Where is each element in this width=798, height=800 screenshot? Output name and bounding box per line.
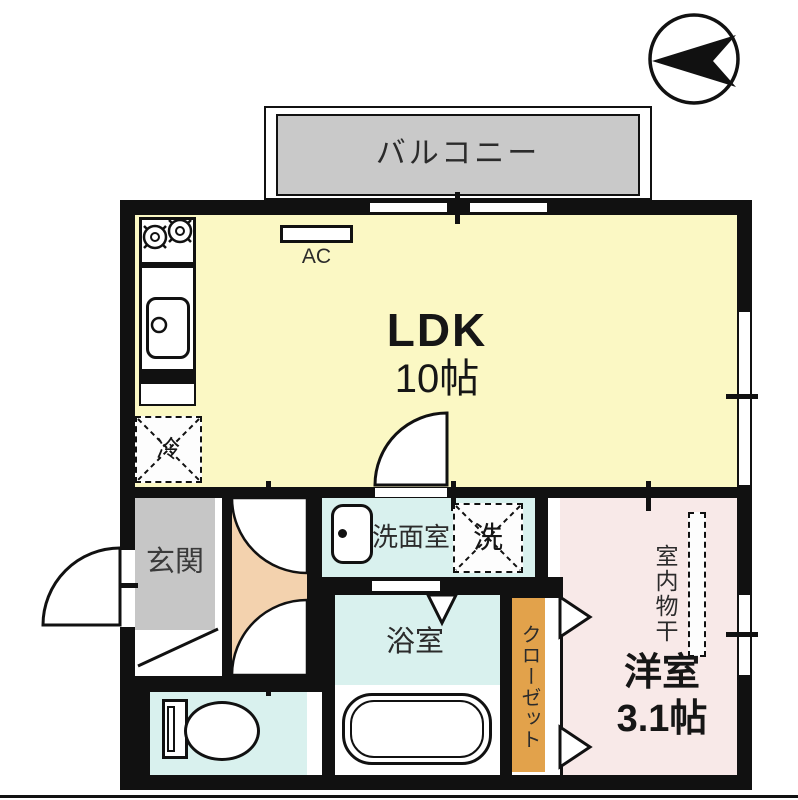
wall-hall-west: [222, 498, 232, 676]
bathtub-inner-rim: [350, 700, 484, 758]
wall-hall-east: [307, 498, 322, 692]
washroom-label: 洗面室: [371, 522, 450, 552]
tick-toilet-north: [266, 666, 271, 696]
toilet-tank-inner: [167, 706, 175, 752]
drying-label: 室内物干: [652, 544, 678, 644]
ldk-door-opening: [375, 488, 447, 497]
sink-drain: [150, 316, 168, 334]
closet-door-triangle-top: [558, 594, 593, 640]
sink-icon: [146, 297, 190, 359]
entrance-door-opening: [120, 550, 135, 627]
channel-washroom-east: [548, 498, 560, 577]
wall-left: [120, 200, 135, 790]
room-bathroom: [335, 595, 500, 685]
bath-door-opening: [372, 581, 440, 591]
toilet-bowl: [184, 701, 260, 761]
washer-label: 洗: [473, 522, 503, 555]
room-entrance: [135, 498, 215, 630]
room-western: [560, 498, 737, 775]
kitchen-cabinet: [139, 382, 196, 406]
western-room-label: 洋室: [623, 652, 700, 694]
wall-bath-west: [322, 595, 335, 775]
entrance-label: 玄関: [145, 546, 204, 578]
tick-western-north: [646, 481, 651, 511]
ldk-door-arc: [373, 411, 449, 487]
basin-faucet-dot: [338, 529, 347, 538]
entrance-step-line: [137, 627, 219, 668]
bottom-border-line: [0, 795, 798, 798]
bath-door-mark: [425, 593, 459, 627]
tick-entrance-door: [106, 583, 138, 588]
closet-label: クローゼット: [518, 624, 540, 750]
room-closet: [512, 598, 545, 772]
western-room-size-label: 3.1帖: [616, 698, 708, 740]
wall-washroom-east: [535, 487, 548, 595]
tick-ldk-south-1: [266, 481, 271, 511]
tick-window-western-east: [726, 632, 758, 637]
stove-burner-right: [167, 218, 193, 244]
entrance-door-arc: [41, 546, 122, 627]
washer-x-line2: [455, 505, 521, 571]
compass-icon: [648, 13, 740, 105]
wall-toilet-north: [135, 676, 322, 692]
hall-door-arc-top: [230, 496, 309, 575]
wall-closet-junction: [500, 577, 563, 598]
wall-bottom: [120, 775, 752, 790]
balcony-deck: [276, 114, 640, 196]
tick-balcony-window: [455, 192, 460, 224]
wall-toilet-west: [135, 692, 150, 775]
stove-burner-left: [142, 224, 168, 250]
tick-window-ldk-east: [726, 394, 758, 399]
balcony-label: バルコニー: [375, 137, 541, 170]
hall-door-arc-bottom: [230, 598, 309, 677]
tick-ldk-south-2: [451, 481, 456, 511]
closet-door-triangle-bottom: [558, 724, 593, 770]
ldk-label: LDK: [386, 304, 488, 356]
drying-pole: [688, 512, 706, 657]
fridge-label: 冷: [156, 436, 181, 463]
kitchen-counter-end-wall: [139, 372, 196, 382]
balcony-window-left: [370, 203, 447, 212]
ldk-size-label: 10帖: [394, 357, 480, 401]
ac-label: AC: [301, 245, 332, 268]
bathroom-label: 浴室: [385, 626, 444, 658]
wall-closet-door-line: [560, 598, 563, 775]
wall-bath-east: [500, 595, 512, 775]
balcony-window-right: [470, 203, 547, 212]
ac-unit: [280, 225, 353, 243]
